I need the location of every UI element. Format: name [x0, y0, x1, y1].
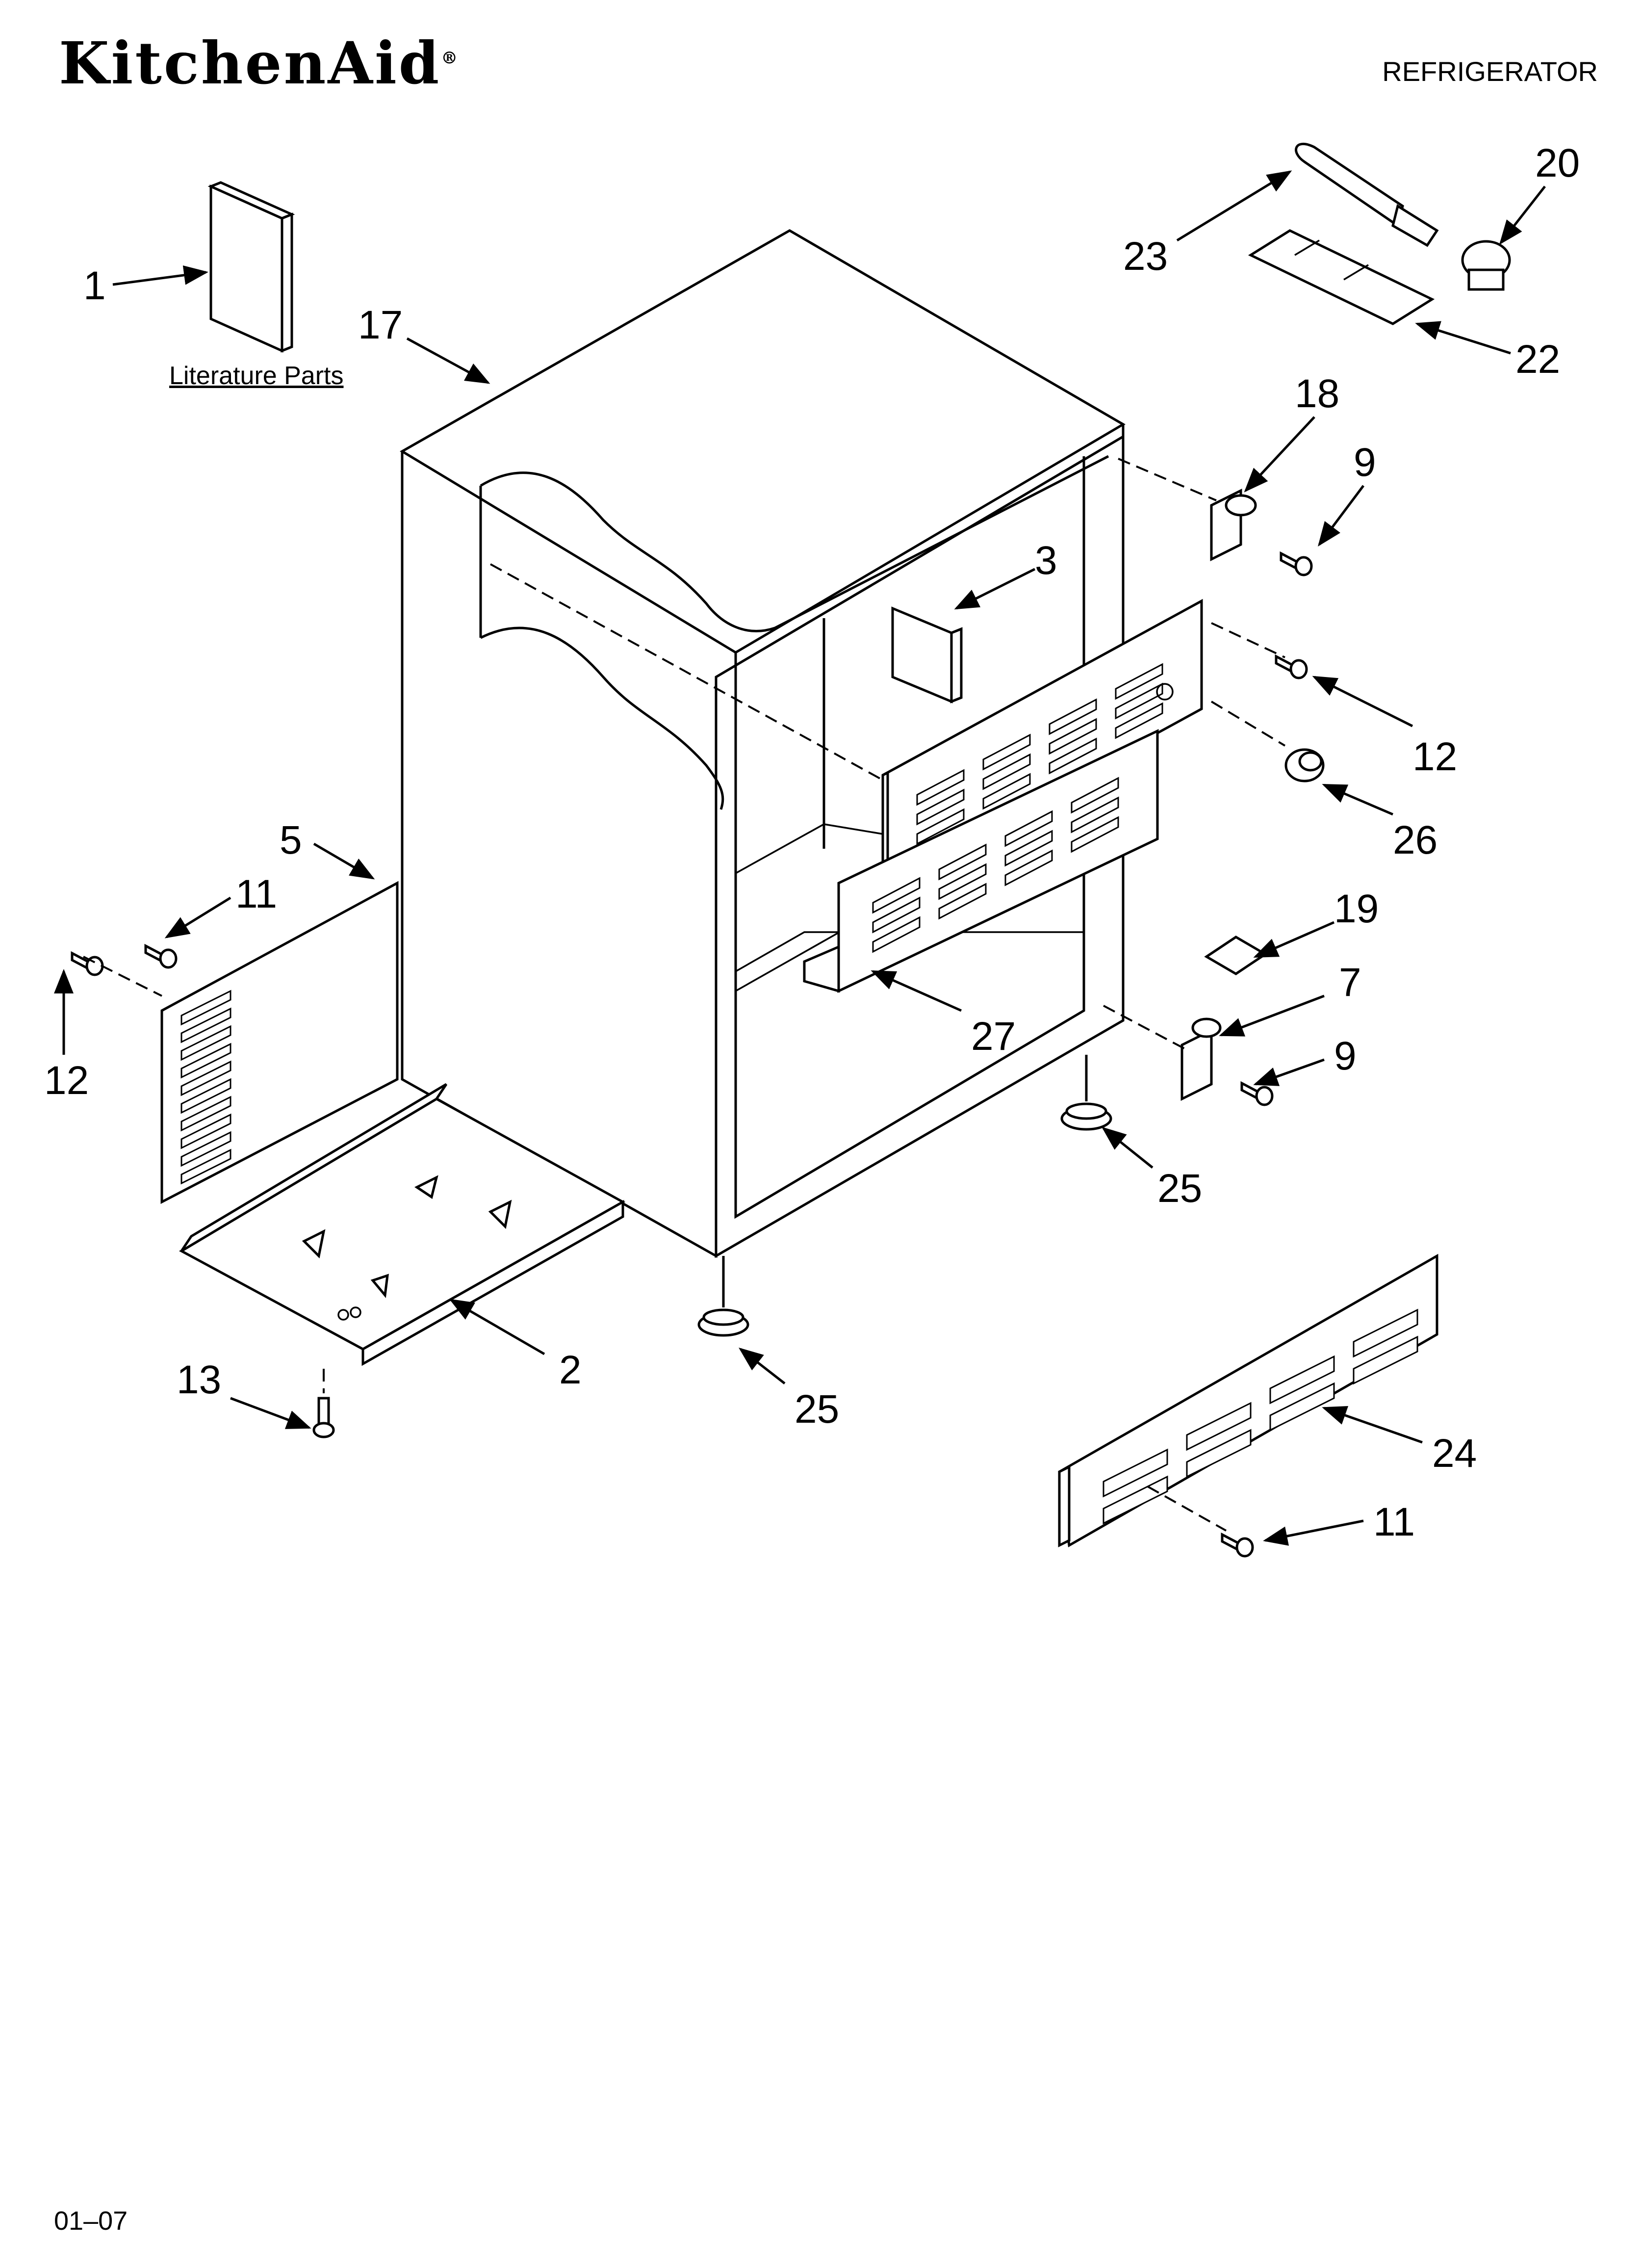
lamp-socket: [1461, 240, 1511, 291]
plug-button: [1284, 748, 1325, 782]
callout-26: 26: [1393, 818, 1437, 862]
callout-12-left: 12: [44, 1058, 89, 1103]
screw-9-upper: [1280, 551, 1313, 576]
upper-hinge: [1210, 488, 1257, 562]
callout-12-right: 12: [1412, 734, 1457, 779]
callout-20: 20: [1535, 141, 1580, 185]
literature-parts-label: Literature Parts: [169, 362, 344, 390]
callout-23: 23: [1123, 234, 1168, 279]
callout-9-lower: 9: [1334, 1034, 1357, 1078]
brand-logo: KitchenAid®: [59, 34, 460, 92]
footer-code: 01–07: [54, 2206, 128, 2236]
callout-5: 5: [280, 818, 302, 862]
light-shield: [1248, 229, 1435, 325]
screw-9-lower: [1240, 1081, 1274, 1106]
callout-22: 22: [1515, 337, 1560, 382]
inner-panel: [891, 606, 963, 704]
literature-booklet: [207, 181, 295, 353]
callout-3: 3: [1035, 538, 1057, 583]
rear-louver-panel-upper: [881, 599, 1203, 886]
brand-name: KitchenAid: [59, 29, 441, 97]
callout-27: 27: [971, 1014, 1016, 1059]
screw-11-left: [144, 943, 178, 969]
callout-7: 7: [1339, 960, 1361, 1005]
callout-labels: 1 17 23 20 22 18 9 3 12 26 5 11 12 19 7 …: [44, 141, 1580, 1544]
callout-24: 24: [1432, 1431, 1477, 1476]
light-bulb: [1295, 143, 1439, 247]
callout-25-front: 25: [795, 1387, 839, 1432]
callout-1: 1: [83, 263, 106, 308]
leveling-leg-rear: [1060, 1055, 1112, 1131]
kickplate-grille: [1058, 1253, 1438, 1548]
callout-25-rear: 25: [1157, 1166, 1202, 1211]
page-category: REFRIGERATOR: [1382, 56, 1598, 87]
callout-11-right: 11: [1373, 1500, 1415, 1544]
callout-13: 13: [177, 1357, 221, 1402]
leveling-leg-front: [697, 1256, 749, 1337]
screw-13: [312, 1397, 335, 1438]
lower-hinge: [1180, 1017, 1222, 1101]
callout-2: 2: [559, 1348, 582, 1392]
callout-18: 18: [1295, 371, 1339, 416]
brand-trademark: ®: [441, 48, 460, 68]
base-plate: [179, 1083, 626, 1366]
screw-11-right: [1221, 1532, 1254, 1558]
screw-12-left: [71, 951, 104, 976]
screw-12-right: [1275, 654, 1308, 679]
rear-louver-panel-lower: [803, 729, 1159, 993]
callout-19: 19: [1334, 886, 1379, 931]
callout-9-upper: 9: [1354, 440, 1376, 485]
callout-11-left: 11: [235, 872, 277, 916]
side-grille-panel: [160, 881, 399, 1204]
callout-17: 17: [358, 303, 403, 347]
